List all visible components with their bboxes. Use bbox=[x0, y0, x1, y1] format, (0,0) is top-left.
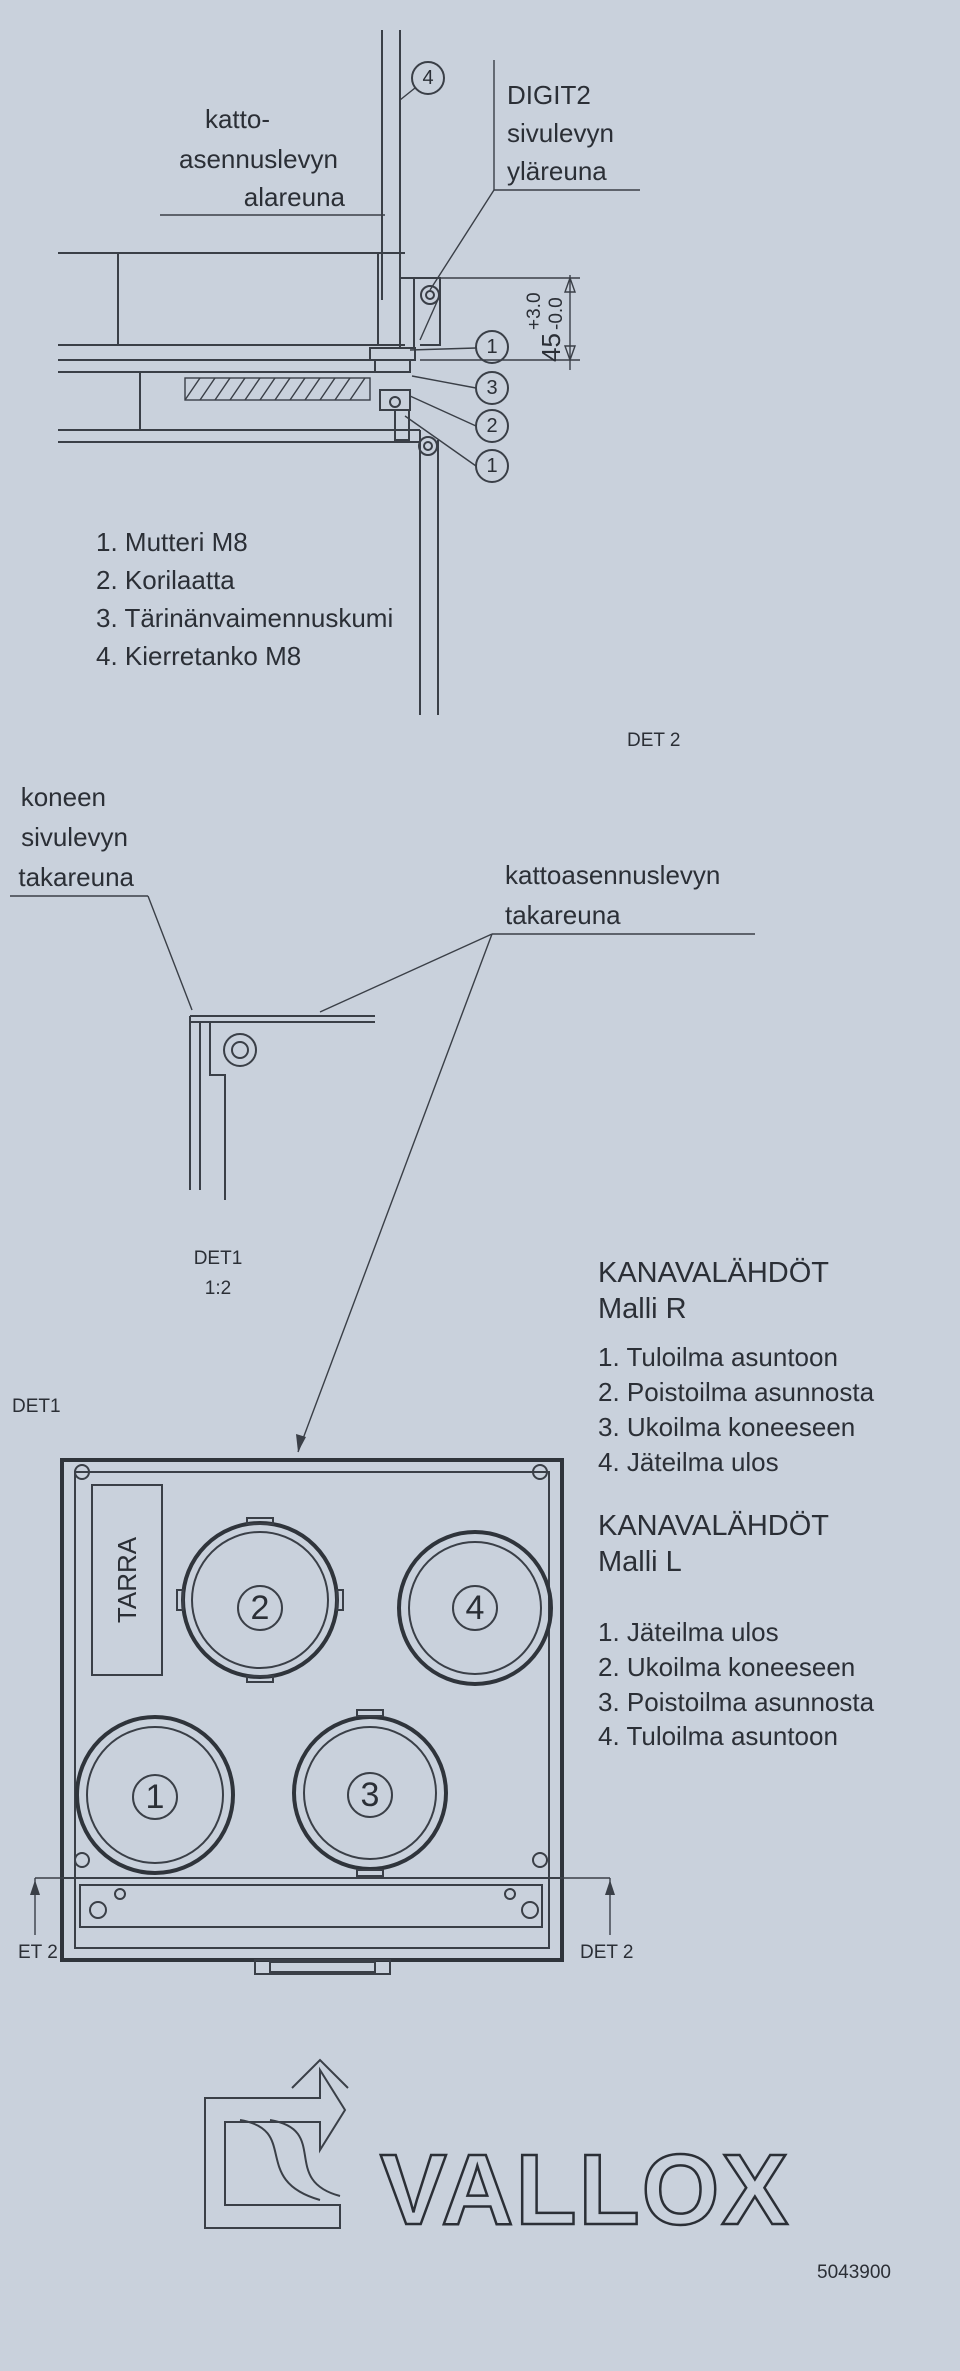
dimension-tol-minus: -0.0 bbox=[546, 297, 567, 330]
callout-2: 2 bbox=[486, 415, 497, 437]
det1-detail: koneen sivulevyn takareuna kattoasennusl… bbox=[10, 782, 755, 1453]
det1-caption: DET1 bbox=[194, 1248, 243, 1269]
digit2-label-3: yläreuna bbox=[507, 156, 607, 186]
callout-1a: 1 bbox=[486, 336, 497, 358]
parts-item-2: 2. Korilaatta bbox=[96, 565, 235, 595]
brand-wordmark: VALLOX bbox=[380, 2134, 790, 2246]
unit-top-view: TARRA 2 4 1 bbox=[18, 1458, 634, 1975]
damping-rubber-hatch bbox=[184, 377, 366, 401]
ceiling-plate-label-1: katto- bbox=[205, 104, 270, 134]
port-2-label: 2 bbox=[251, 1589, 270, 1627]
model-r-item-2: 2. Poistoilma asunnosta bbox=[598, 1377, 875, 1407]
det2-detail: 4 45 +3.0 -0.0 1 3 2 1 ka bbox=[58, 30, 681, 751]
callouts-right: 1 3 2 1 bbox=[404, 330, 509, 483]
digit2-label-2: sivulevyn bbox=[507, 118, 614, 148]
machine-side-label-2: sivulevyn bbox=[21, 822, 128, 852]
left-edge-det1: DET1 bbox=[12, 1396, 61, 1417]
tarra-label: TARRA bbox=[112, 1536, 142, 1623]
port-3-label: 3 bbox=[361, 1776, 380, 1814]
ceiling-rear-label-2: takareuna bbox=[505, 900, 621, 930]
vallox-logo-icon bbox=[204, 2058, 349, 2229]
det2-marker-left: ET 2 bbox=[18, 1942, 58, 1963]
ceiling-rear-label-1: kattoasennuslevyn bbox=[505, 860, 720, 890]
parts-list: 1. Mutteri M8 2. Korilaatta 3. Tärinänva… bbox=[96, 527, 393, 671]
det2-caption: DET 2 bbox=[627, 730, 681, 751]
parts-item-4: 4. Kierretanko M8 bbox=[96, 641, 301, 671]
model-r-item-1: 1. Tuloilma asuntoon bbox=[598, 1342, 838, 1372]
model-l-title: KANAVALÄHDÖT bbox=[598, 1510, 829, 1542]
machine-side-label-1: koneen bbox=[21, 782, 106, 812]
callout-1b: 1 bbox=[486, 455, 497, 477]
port-4-label: 4 bbox=[466, 1589, 485, 1627]
callout-3: 3 bbox=[486, 377, 497, 399]
parts-item-1: 1. Mutteri M8 bbox=[96, 527, 248, 557]
dimension-tol-plus: +3.0 bbox=[524, 292, 545, 330]
model-l-subtitle: Malli L bbox=[598, 1546, 682, 1578]
model-l-item-3: 3. Poistoilma asunnosta bbox=[598, 1687, 875, 1717]
model-l-item-1: 1. Jäteilma ulos bbox=[598, 1617, 779, 1647]
callout-4: 4 bbox=[422, 67, 433, 89]
ceiling-plate-label-3: alareuna bbox=[244, 182, 346, 212]
dimension-value: 45 bbox=[536, 333, 566, 362]
port-4: 4 bbox=[397, 1530, 553, 1686]
port-2: 2 bbox=[176, 1517, 344, 1683]
model-r-item-4: 4. Jäteilma ulos bbox=[598, 1447, 779, 1477]
parts-item-3: 3. Tärinänvaimennuskumi bbox=[96, 603, 393, 633]
model-l-item-4: 4. Tuloilma asuntoon bbox=[598, 1721, 838, 1751]
port-3: 3 bbox=[292, 1709, 448, 1877]
model-r-block: KANAVALÄHDÖT Malli R 1. Tuloilma asuntoo… bbox=[598, 1257, 875, 1477]
model-r-title: KANAVALÄHDÖT bbox=[598, 1257, 829, 1289]
port-1-label: 1 bbox=[146, 1778, 165, 1816]
model-l-block: KANAVALÄHDÖT Malli L 1. Jäteilma ulos 2.… bbox=[598, 1510, 875, 1751]
digit2-label-1: DIGIT2 bbox=[507, 80, 591, 110]
det1-scale: 1:2 bbox=[205, 1278, 231, 1299]
det2-marker-right: DET 2 bbox=[580, 1942, 634, 1963]
part-number: 5043900 bbox=[817, 2262, 891, 2283]
port-1: 1 bbox=[75, 1715, 235, 1875]
model-r-subtitle: Malli R bbox=[598, 1293, 687, 1325]
model-l-item-2: 2. Ukoilma koneeseen bbox=[598, 1652, 855, 1682]
model-r-item-3: 3. Ukoilma koneeseen bbox=[598, 1412, 855, 1442]
machine-side-label-3: takareuna bbox=[18, 862, 134, 892]
ceiling-plate-label-2: asennuslevyn bbox=[179, 144, 338, 174]
